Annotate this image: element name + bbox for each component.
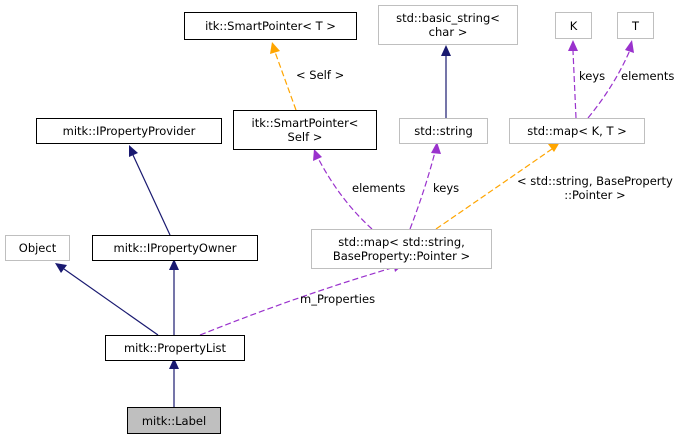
arrowhead-inheritance (441, 45, 451, 56)
edge-label-mproperties: m_Properties (300, 292, 376, 306)
edge-ipropertyowner-to-ipropertyprovider (132, 154, 171, 236)
node-text: BaseProperty::Pointer > (332, 249, 471, 263)
edge-label-template-args: < std::string, BaseProperty ::Pointer > (517, 174, 673, 202)
node-itk-smartpointer-t[interactable]: itk::SmartPointer< T > (184, 12, 357, 40)
edge-elements-kt (587, 49, 631, 119)
node-label[interactable]: mitk::Label (127, 407, 221, 434)
node-property-list[interactable]: mitk::PropertyList (105, 335, 245, 361)
node-text: std::map< std::string, (338, 235, 465, 249)
arrowhead-inheritance (55, 263, 67, 273)
edge-self (274, 51, 297, 111)
edge-template-args (435, 148, 553, 230)
arrowhead-inheritance (169, 259, 179, 270)
node-text: mitk::Label (141, 413, 207, 428)
node-text: K (569, 18, 578, 33)
node-iproperty-owner[interactable]: mitk::IPropertyOwner (92, 235, 258, 261)
node-basic-string[interactable]: std::basic_string< char > (378, 5, 518, 45)
node-text: std::basic_string< (396, 11, 500, 25)
edge-keys-kt (572, 50, 577, 119)
node-iproperty-provider[interactable]: mitk::IPropertyProvider (36, 118, 222, 144)
node-text: itk::SmartPointer< T > (205, 19, 336, 33)
edge-label-elements-kt: elements (621, 69, 675, 83)
edge-mproperties (199, 266, 396, 336)
node-text: mitk::IPropertyOwner (113, 241, 237, 255)
edge-label-elements-props: elements (352, 181, 406, 195)
node-text: itk::SmartPointer< (251, 116, 359, 130)
node-std-map-kt[interactable]: std::map< K, T > (509, 118, 645, 144)
edge-keys-props (409, 151, 436, 230)
arrowhead-inheritance (129, 145, 138, 157)
node-text: mitk::IPropertyProvider (62, 124, 196, 138)
node-std-map-props[interactable]: std::map< std::string, BaseProperty::Poi… (311, 229, 492, 269)
arrowhead-inheritance (169, 358, 179, 369)
arrowhead-usage (431, 142, 441, 154)
node-k[interactable]: K (555, 12, 592, 39)
node-itk-smartpointer-self[interactable]: itk::SmartPointer< Self > (233, 110, 377, 150)
node-text: T (631, 18, 640, 33)
node-t[interactable]: T (617, 12, 654, 39)
edge-label-text: < std::string, BaseProperty (517, 174, 673, 188)
node-text: char > (428, 25, 468, 39)
arrowhead-usage (568, 40, 578, 51)
node-text: Object (18, 241, 57, 255)
edge-label-keys-props: keys (433, 181, 460, 195)
node-text: mitk::PropertyList (123, 341, 227, 355)
node-std-string[interactable]: std::string (399, 118, 488, 144)
node-text: Self > (287, 130, 323, 144)
arrowhead-template (548, 142, 560, 152)
node-text: std::string (414, 124, 473, 138)
edge-label-text: ::Pointer > (564, 188, 626, 202)
arrowhead-usage (625, 40, 634, 53)
edge-label-keys-kt: keys (579, 69, 606, 83)
arrowhead-template (270, 42, 280, 54)
arrowhead-usage (313, 149, 322, 161)
node-text: std::map< K, T > (527, 124, 627, 138)
edge-label-self: < Self > (296, 68, 345, 82)
node-object[interactable]: Object (5, 235, 70, 261)
edge-propertylist-to-object (63, 268, 159, 336)
